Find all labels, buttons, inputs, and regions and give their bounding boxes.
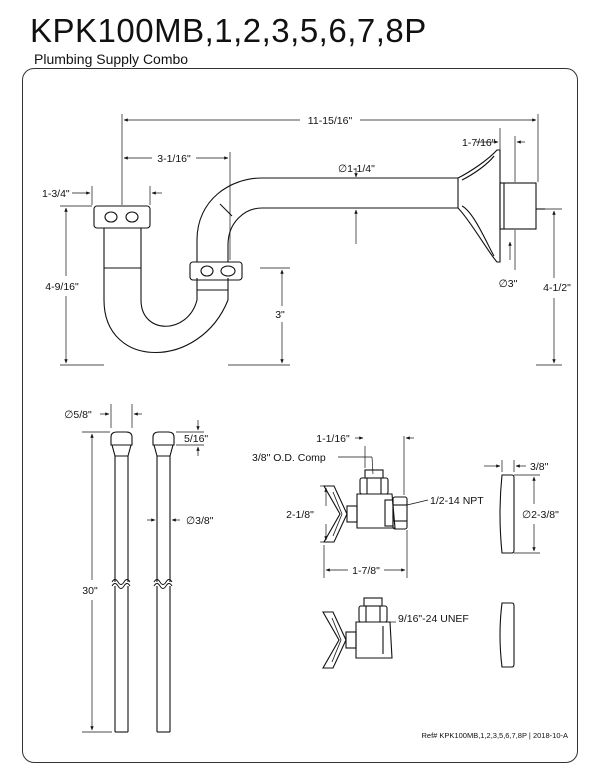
dim-valve-top: 1-1/16"	[316, 433, 350, 445]
dim-pipe-dia: ∅1-1/4"	[338, 163, 375, 175]
dim-tube-head-height: 5/16"	[184, 433, 208, 445]
dim-valve2-thread: 9/16"-24 UNEF	[398, 613, 469, 625]
dim-trap-height: 4-9/16"	[45, 281, 79, 293]
page-title: KPK100MB,1,2,3,5,6,7,8P	[30, 12, 427, 49]
drawing-frame	[22, 68, 578, 763]
dim-ptrap-offset: 3-1/16"	[157, 153, 191, 165]
angle-stop-valve	[323, 469, 408, 543]
escutcheon-alt	[499, 602, 515, 668]
angle-stop-valve-alt	[322, 597, 393, 669]
dim-valve-width: 1-7/8"	[352, 565, 380, 577]
dim-ptrap-length: 11-15/16"	[308, 115, 353, 127]
dim-flange-depth: 1-7/16"	[462, 137, 496, 149]
p-trap	[93, 149, 545, 354]
dim-tube-head-dia: ∅5/8"	[64, 409, 92, 421]
dim-flange-dia: ∅3"	[499, 278, 518, 290]
supply-tubes	[110, 431, 175, 733]
dim-trap-drop: 3"	[275, 309, 285, 321]
dim-nut-height: 1-3/4"	[42, 188, 70, 200]
reference-number: Ref# KPK100MB,1,2,3,5,6,7,8P | 2018-10-A	[421, 731, 569, 740]
dim-escutcheon-dia: ∅2-3/8"	[522, 509, 559, 521]
dim-valve-inlet: 1/2-14 NPT	[430, 495, 484, 507]
dim-tube-length: 30"	[82, 585, 98, 597]
dim-valve-height: 2-1/8"	[286, 509, 314, 521]
page-subtitle: Plumbing Supply Combo	[34, 51, 189, 67]
escutcheon	[499, 474, 515, 554]
dim-tube-dia: ∅3/8"	[186, 515, 214, 527]
dim-valve-comp: 3/8" O.D. Comp	[252, 452, 326, 464]
dim-flange-height: 4-1/2"	[543, 282, 571, 294]
dim-escutcheon-depth: 3/8"	[530, 461, 549, 473]
